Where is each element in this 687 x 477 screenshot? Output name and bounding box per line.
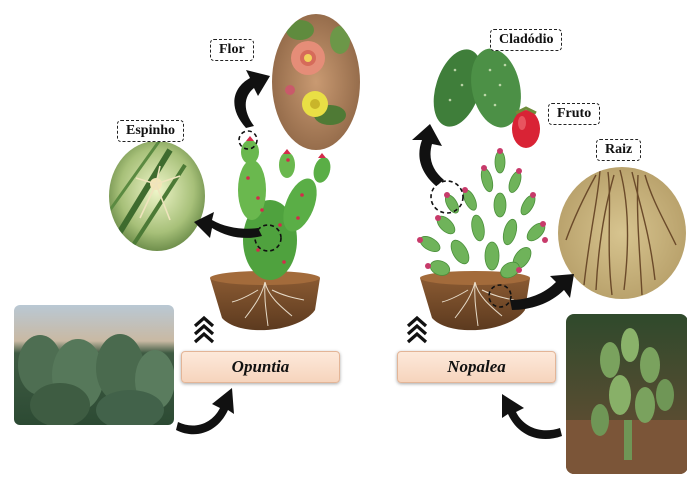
label-fruto: Fruto bbox=[548, 103, 600, 125]
label-cladodio: Cladódio bbox=[490, 29, 562, 51]
nopalea-plant-photo bbox=[566, 314, 687, 477]
label-raiz: Raiz bbox=[596, 139, 641, 161]
label-flor: Flor bbox=[210, 39, 254, 61]
flower-photo bbox=[272, 14, 360, 150]
genus-nopalea: Nopalea bbox=[397, 351, 556, 383]
opuntia-field-photo bbox=[14, 305, 175, 430]
genus-opuntia: Opuntia bbox=[181, 351, 340, 383]
opuntia-illustration bbox=[195, 131, 333, 342]
label-espinho: Espinho bbox=[117, 120, 184, 142]
root-photo bbox=[558, 167, 686, 299]
spine-photo bbox=[109, 140, 205, 251]
cladode-photo bbox=[425, 43, 528, 133]
